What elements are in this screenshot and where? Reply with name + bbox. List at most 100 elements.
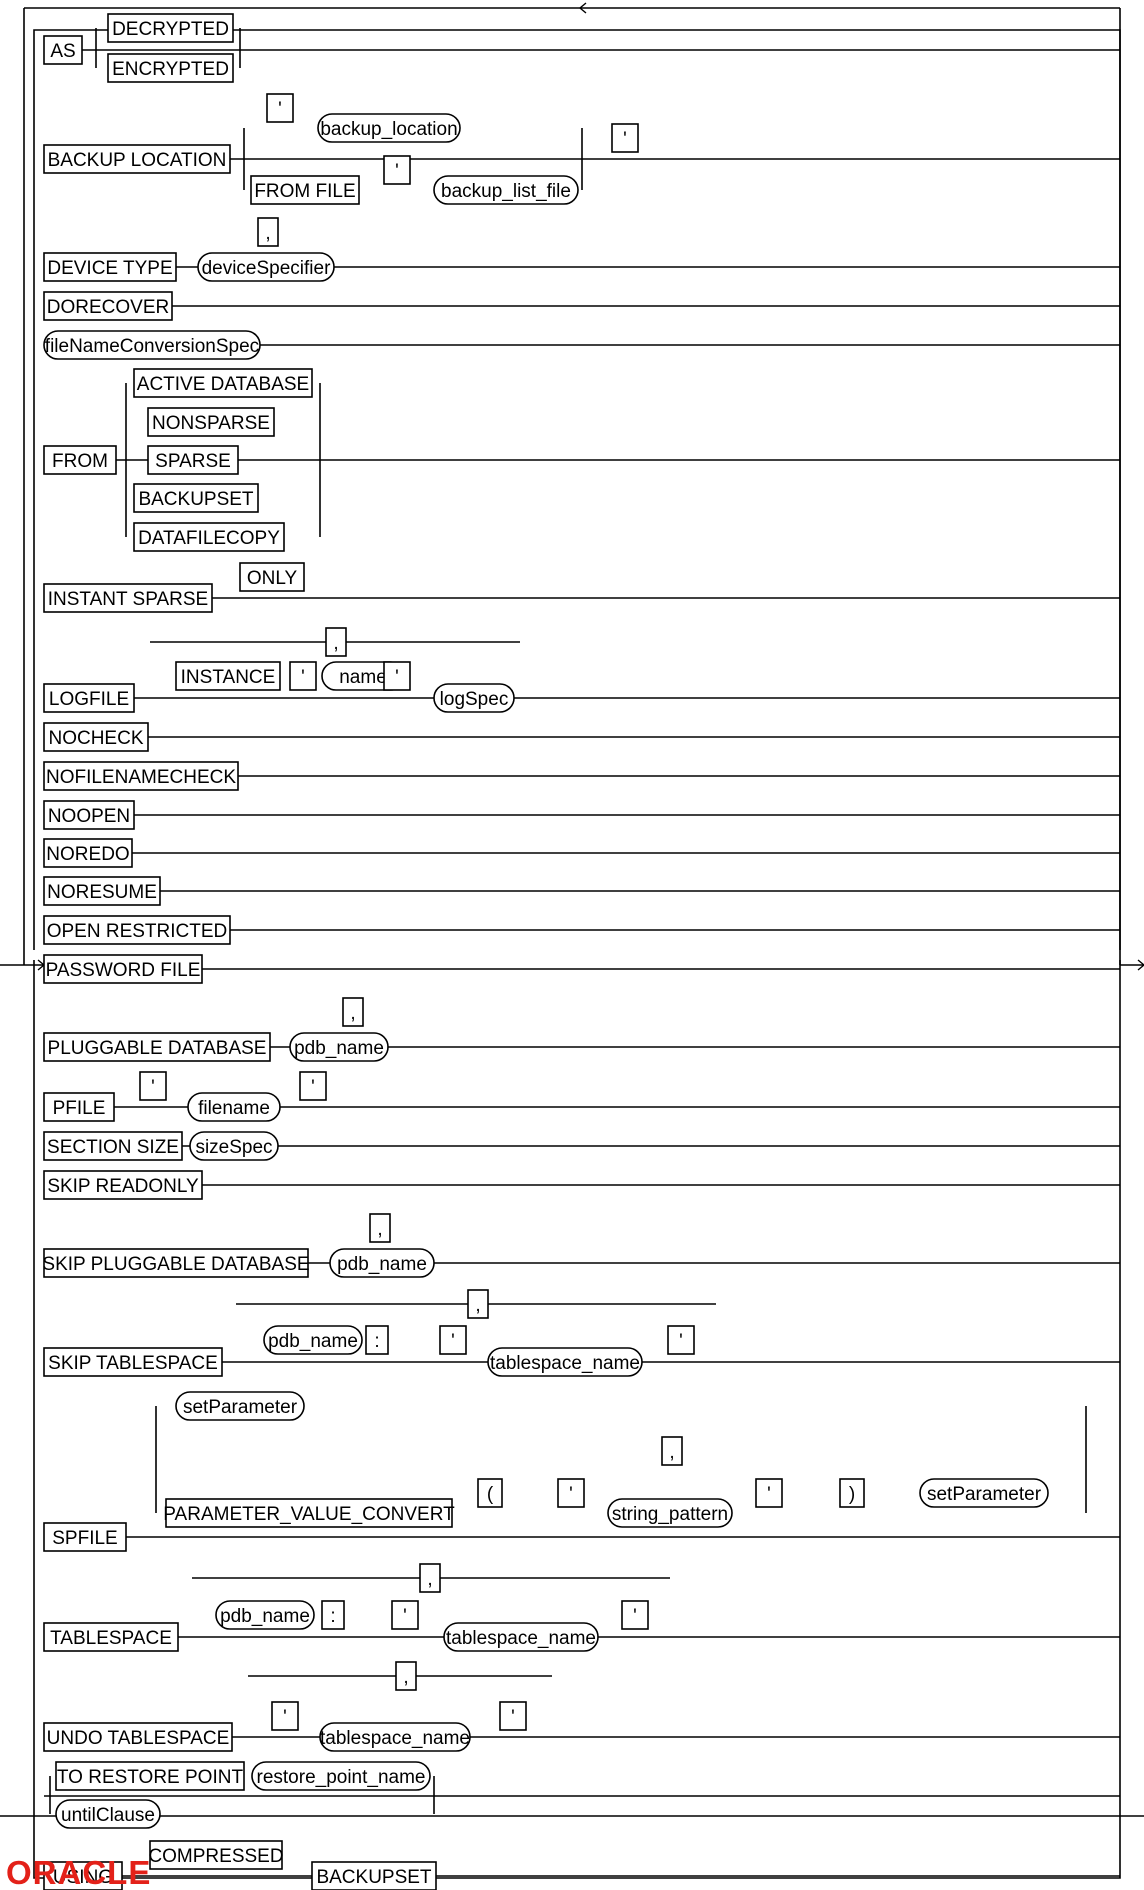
token-label: ) bbox=[849, 1484, 855, 1505]
keyword-comma: , bbox=[395, 1661, 417, 1691]
token-label: ' bbox=[301, 667, 305, 688]
keyword-quote: ' bbox=[611, 123, 639, 153]
keyword-tablespace: TABLESPACE bbox=[43, 1622, 179, 1652]
keyword-quote: ' bbox=[499, 1701, 527, 1731]
token-label: untilClause bbox=[61, 1805, 155, 1826]
token-label: DECRYPTED bbox=[112, 19, 229, 40]
token-label: NOOPEN bbox=[48, 806, 130, 827]
keyword-nocheck: NOCHECK bbox=[43, 722, 149, 752]
token-label: SKIP READONLY bbox=[47, 1176, 199, 1197]
token-label: fileNameConversionSpec bbox=[45, 336, 259, 357]
token-label: ' bbox=[151, 1077, 155, 1098]
token-label: ' bbox=[511, 1707, 515, 1728]
token-label: SPFILE bbox=[52, 1528, 117, 1549]
nonterminal-tablespace-name: tablespace_name bbox=[487, 1347, 643, 1377]
keyword-dorecover: DORECOVER bbox=[43, 291, 173, 321]
token-label: NOREDO bbox=[46, 844, 129, 865]
token-label: LOGFILE bbox=[49, 689, 129, 710]
nonterminal-pdb-name: pdb_name bbox=[289, 1032, 389, 1062]
keyword-noopen: NOOPEN bbox=[43, 800, 135, 830]
keyword-noresume: NORESUME bbox=[43, 876, 161, 906]
token-label: FROM FILE bbox=[254, 181, 355, 202]
token-label: USING bbox=[53, 1867, 113, 1888]
keyword-quote: ' bbox=[383, 155, 411, 185]
token-label: BACKUP LOCATION bbox=[48, 150, 227, 171]
keyword-open-restricted: OPEN RESTRICTED bbox=[43, 915, 231, 945]
token-label: backup_location bbox=[320, 119, 457, 140]
token-label: ' bbox=[569, 1484, 573, 1505]
token-label: ' bbox=[403, 1606, 407, 1627]
token-label: SPARSE bbox=[155, 451, 231, 472]
keyword-skip-pluggable-database: SKIP PLUGGABLE DATABASE bbox=[42, 1248, 310, 1278]
token-label: , bbox=[350, 1003, 355, 1024]
keyword-logfile: LOGFILE bbox=[43, 683, 135, 713]
token-label: , bbox=[475, 1295, 480, 1316]
token-label: OPEN RESTRICTED bbox=[47, 921, 228, 942]
nonterminal-pdb-name: pdb_name bbox=[215, 1600, 315, 1630]
keyword-comma: , bbox=[661, 1436, 683, 1466]
token-label: ' bbox=[451, 1331, 455, 1352]
token-label: tablespace_name bbox=[320, 1728, 470, 1749]
token-label: NONSPARSE bbox=[152, 413, 270, 434]
oracle-logo: ORACLE bbox=[6, 1854, 150, 1890]
keyword-skip-readonly: SKIP READONLY bbox=[43, 1170, 203, 1200]
connector-line bbox=[33, 960, 1121, 1879]
keyword-quote: ' bbox=[271, 1701, 299, 1731]
keyword-quote: ' bbox=[439, 1325, 467, 1355]
token-label: string_pattern bbox=[612, 1504, 728, 1525]
token-label: SKIP TABLESPACE bbox=[48, 1353, 218, 1374]
token-label: TABLESPACE bbox=[50, 1628, 172, 1649]
token-label: NORESUME bbox=[47, 882, 157, 903]
keyword-from-file: FROM FILE bbox=[250, 175, 360, 205]
token-label: logSpec bbox=[440, 689, 509, 710]
token-label: PASSWORD FILE bbox=[46, 960, 201, 981]
keyword-compressed: COMPRESSED bbox=[148, 1840, 284, 1870]
token-label: pdb_name bbox=[220, 1606, 310, 1627]
token-label: UNDO TABLESPACE bbox=[47, 1728, 230, 1749]
keyword-quote: ' bbox=[755, 1478, 783, 1508]
token-label: pdb_name bbox=[337, 1254, 427, 1275]
keyword-active-database: ACTIVE DATABASE bbox=[133, 368, 313, 398]
token-label: sizeSpec bbox=[195, 1137, 272, 1158]
token-label: setParameter bbox=[927, 1484, 1042, 1505]
nonterminal-set-parameter: setParameter bbox=[919, 1478, 1049, 1508]
keyword-pluggable-database: PLUGGABLE DATABASE bbox=[43, 1032, 271, 1062]
nonterminal-file-name-conversion-spec: fileNameConversionSpec bbox=[43, 330, 261, 360]
token-label: BACKUPSET bbox=[138, 489, 253, 510]
token-label: ' bbox=[679, 1331, 683, 1352]
keyword-quote: ' bbox=[139, 1071, 167, 1101]
token-label: ' bbox=[395, 667, 399, 688]
nonterminal-until-clause: untilClause bbox=[55, 1799, 161, 1829]
keyword-comma: , bbox=[257, 217, 279, 247]
token-label: PLUGGABLE DATABASE bbox=[48, 1038, 267, 1059]
keyword-spfile: SPFILE bbox=[43, 1522, 127, 1552]
keyword-undo-tablespace: UNDO TABLESPACE bbox=[43, 1722, 233, 1752]
token-label: ' bbox=[278, 99, 282, 120]
token-label: ' bbox=[767, 1484, 771, 1505]
keyword-quote: ' bbox=[391, 1600, 419, 1630]
keyword-parameter-value-convert: PARAMETER_VALUE_CONVERT bbox=[163, 1498, 455, 1528]
keyword-to-restore-point: TO RESTORE POINT bbox=[55, 1761, 245, 1791]
nonterminal-log-spec: logSpec bbox=[433, 683, 515, 713]
keyword-quote: ' bbox=[266, 93, 294, 123]
token-label: FROM bbox=[52, 451, 108, 472]
nonterminal-size-spec: sizeSpec bbox=[189, 1131, 279, 1161]
token-label: name bbox=[339, 667, 387, 688]
nonterminal-string-pattern: string_pattern bbox=[607, 1498, 733, 1528]
token-label: setParameter bbox=[183, 1397, 298, 1418]
token-label: ONLY bbox=[247, 568, 298, 589]
token-label: ( bbox=[487, 1484, 494, 1505]
keyword-backupset-final: BACKUPSET bbox=[311, 1861, 437, 1890]
token-label: DEVICE TYPE bbox=[47, 258, 172, 279]
token-label: ' bbox=[283, 1707, 287, 1728]
keyword-rparen: ) bbox=[839, 1478, 865, 1508]
token-label: ACTIVE DATABASE bbox=[137, 374, 309, 395]
token-label: , bbox=[403, 1667, 408, 1688]
token-label: DORECOVER bbox=[47, 297, 169, 318]
nonterminal-tablespace-name: tablespace_name bbox=[319, 1722, 471, 1752]
keyword-decrypted: DECRYPTED bbox=[107, 13, 234, 43]
keyword-comma: , bbox=[467, 1289, 489, 1319]
token-label: , bbox=[669, 1442, 674, 1463]
keyword-quote: ' bbox=[289, 661, 317, 691]
